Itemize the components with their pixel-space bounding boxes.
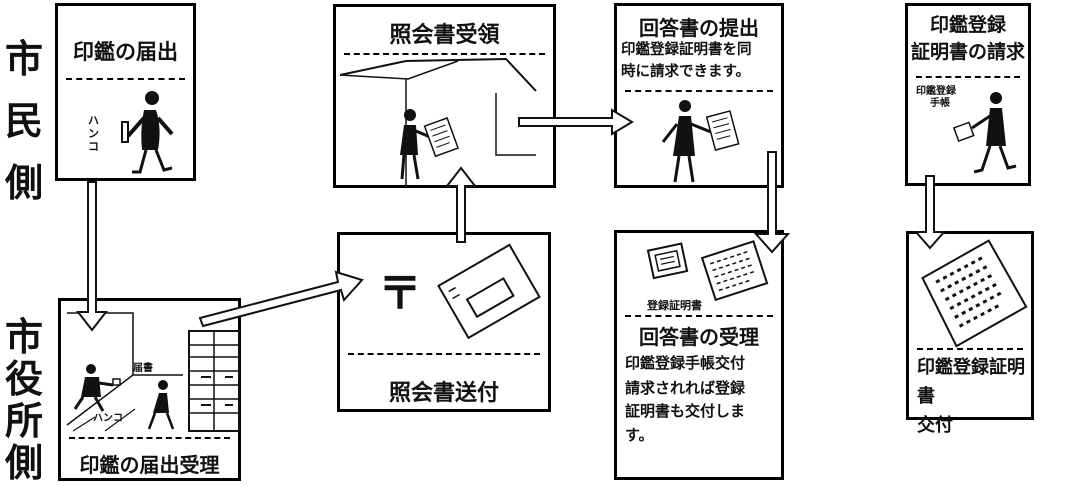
side-char: 側	[4, 441, 43, 485]
note-line: 時に請求できます。	[621, 63, 751, 80]
house-with-person-illustration	[339, 57, 537, 187]
certificate-illustration	[921, 239, 1028, 348]
postal-mark: 〒	[378, 268, 422, 319]
dashed-divider	[917, 348, 1023, 350]
dashed-divider	[344, 53, 545, 55]
side-char: 役	[4, 357, 43, 401]
certificate-documents-illustration	[646, 240, 769, 302]
dashed-divider	[348, 353, 540, 355]
arrow-send-to-receive	[444, 166, 478, 243]
note-line: 印鑑登録証明書を同	[621, 42, 752, 58]
note-line: す。	[625, 425, 654, 444]
side-char: 市	[4, 37, 43, 81]
arrow-reply-to-accept	[753, 151, 791, 254]
notebook-label: 印鑑登録 手帳	[916, 86, 956, 110]
box-title: 印鑑の届出	[73, 40, 178, 64]
title-line: 印鑑登録	[929, 14, 1006, 36]
box-reply-accepted: 登録証明書 回答書の受理 印鑑登録手帳交付 請求されれば登録 証明書も交付しま …	[614, 230, 784, 480]
box-title: 回答書の受理	[639, 325, 759, 349]
box-note: 印鑑登録証明書を同 時に請求できます。	[621, 40, 752, 84]
arrow-receive-to-reply	[518, 108, 634, 136]
box-subtitle: 印鑑登録手帳交付	[625, 354, 746, 372]
dashed-divider	[625, 90, 773, 92]
note-line: 証明書も交付しま	[625, 402, 746, 421]
person-with-document-illustration	[661, 100, 740, 183]
box-certificate-request: 印鑑登録 証明書の請求 印鑑登録 手帳	[905, 3, 1031, 186]
box-registration-accepted: 届書 ハンコ 印鑑の届出受理	[58, 298, 241, 481]
side-char: 民	[4, 99, 43, 143]
document-label: 届書	[133, 363, 153, 374]
office-counter-illustration	[66, 312, 240, 432]
dashed-divider	[916, 76, 1020, 78]
person-with-notebook-illustration	[952, 92, 1017, 174]
box-seal-registration: 印鑑の届出 ハンコ	[55, 3, 196, 181]
box-footer-title: 印鑑登録証明書 交付	[917, 354, 1031, 440]
title-line: 証明書の請求	[910, 40, 1025, 63]
dashed-divider	[66, 78, 185, 80]
notebook-line: 手帳	[930, 98, 950, 109]
box-footer-title: 照会書送付	[388, 381, 499, 406]
box-inquiry-sent: 〒 照会書送付	[337, 232, 551, 412]
box-footer-title: 印鑑の届出受理	[79, 453, 220, 477]
document-label: 登録証明書	[647, 299, 702, 312]
envelope-illustration	[437, 243, 541, 340]
box-certificate-issued: 印鑑登録証明書 交付	[906, 231, 1034, 436]
note-line: 請求されれば登録	[625, 379, 746, 397]
box-reply-submitted: 回答書の提出 印鑑登録証明書を同 時に請求できます。	[614, 3, 784, 188]
dashed-divider	[69, 437, 230, 439]
side-char: 側	[4, 161, 43, 205]
arrow-registration-to-receipt	[75, 181, 109, 332]
arrow-receipt-to-inquiry-send	[198, 270, 364, 328]
box-inquiry-received: 照会書受領	[333, 4, 556, 188]
box-note: 請求されれば登録 証明書も交付しま す。	[625, 377, 745, 447]
side-char: 市	[4, 315, 43, 359]
notebook-line: 印鑑登録	[916, 86, 956, 97]
footer-line: 印鑑登録証明書	[917, 357, 1025, 407]
arrow-request-to-issue	[913, 175, 947, 250]
box-title: 照会書受領	[389, 23, 500, 48]
box-title: 印鑑登録 証明書の請求	[908, 12, 1028, 65]
city-office-side-label: 市 役 所 側	[4, 318, 44, 486]
person-with-hanko-illustration	[121, 91, 174, 174]
footer-line: 交付	[917, 414, 953, 436]
side-char: 所	[4, 399, 43, 443]
box-title: 回答書の提出	[639, 16, 759, 40]
hanko-label: ハンコ	[93, 413, 123, 424]
hanko-label: ハンコ	[88, 114, 99, 154]
dashed-divider	[625, 315, 773, 317]
citizen-side-label: 市 民 側	[4, 40, 44, 226]
